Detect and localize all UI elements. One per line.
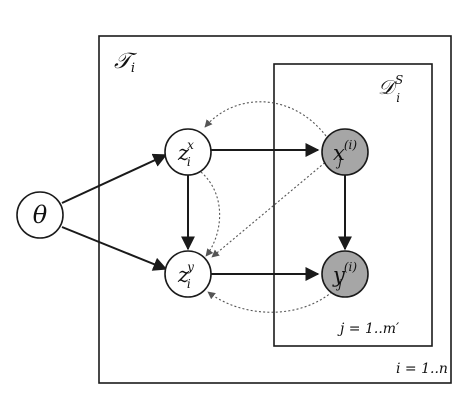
outer-plate-range: i = 1..n [396, 361, 448, 377]
svg-text:zxi: zxi [177, 138, 194, 169]
svg-text:zyi: zyi [177, 260, 194, 291]
inner-plate-range: j = 1..m′ [337, 321, 400, 337]
dotted-edge-x-zy [211, 159, 329, 258]
outer-plate [98, 35, 452, 384]
svg-text:x(i)j: x(i)j [333, 138, 357, 169]
dotted-edge-x-zx [204, 101, 327, 137]
outer-plate-label: 𝒯i [114, 49, 138, 76]
inner-plate [273, 63, 433, 347]
edge-theta-zx [61, 153, 168, 204]
svg-text:y(i)j: y(i)j [332, 260, 357, 291]
node-x: x(i)j [321, 128, 369, 176]
node-theta: θ [16, 191, 64, 239]
node-y: y(i)j [321, 250, 369, 298]
svg-text:θ: θ [33, 201, 48, 229]
dotted-edge-y-zy [207, 291, 333, 313]
dotted-edge-zx-zy [200, 171, 221, 257]
edge-theta-zy [61, 226, 168, 271]
